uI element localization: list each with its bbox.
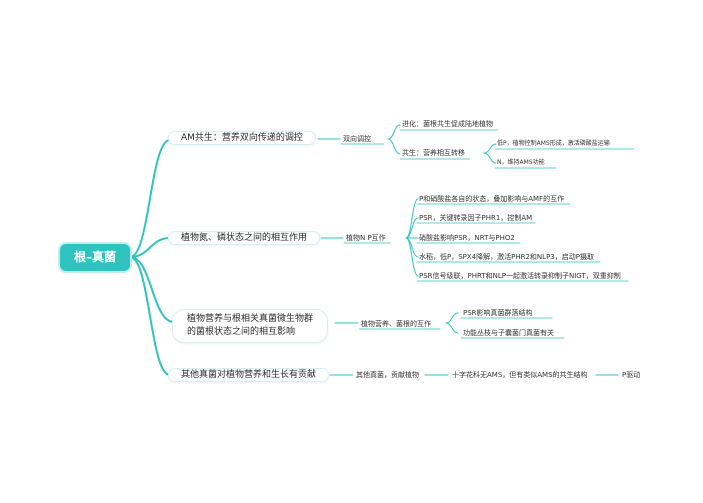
item-rice-spx4[interactable]: 水稻，低P，SPX4降解，激活PHR2和NLP3，启动P摄取 xyxy=(419,253,594,261)
link-b1-items-0 xyxy=(387,124,401,140)
leaf-n-maintain[interactable]: N，维持AMS功能 xyxy=(497,159,545,166)
link-b1-leaves-1 xyxy=(483,152,497,164)
link-b1-leaves-0 xyxy=(483,143,497,154)
link-root-branch-4 xyxy=(129,256,171,376)
link-b3-items-1 xyxy=(445,322,459,334)
item-evolution[interactable]: 进化：菌根共生促成陆地植物 xyxy=(402,120,493,128)
branch-n-p-interaction[interactable]: 植物氮、磷状态之间的相互作用 xyxy=(168,231,321,245)
item-psr-phr1[interactable]: PSR，关键转录因子PHR1，控制AM xyxy=(419,214,533,222)
sub-bidirectional-regulation[interactable]: 双向调控 xyxy=(343,135,371,143)
item-psr-community[interactable]: PSR影响真菌群落结构 xyxy=(463,309,533,317)
link-root-branch-1 xyxy=(129,139,171,258)
branch-nutrition-fungi-line-1: 植物营养与根相关真菌微生物群 xyxy=(187,314,314,324)
item-p-driven[interactable]: P驱动 xyxy=(622,371,641,379)
link-b2-items-0 xyxy=(405,198,419,239)
branch-nutrition-fungi[interactable]: 植物营养与根相关真菌微生物群 的菌根状态之间的相互影响 xyxy=(172,309,329,343)
sub-other-fungi[interactable]: 其他真菌，贡献植物 xyxy=(356,371,419,379)
sub-nutrition-mycorrhiza[interactable]: 植物营养、菌根的互作 xyxy=(361,320,431,328)
item-nutrient-transfer[interactable]: 共生：营养相互转移 xyxy=(402,149,465,157)
item-ascomycota[interactable]: 功能丛枝与子囊菌门真菌有关 xyxy=(463,329,554,337)
item-p-nitrate-state[interactable]: P和硝酸盐各自的状态，叠加影响与AMF的互作 xyxy=(419,195,565,203)
item-nitrate-psr[interactable]: 硝酸盐影响PSR，NRT与PHO2 xyxy=(419,234,515,242)
link-b3-items-0 xyxy=(445,312,459,324)
root-node[interactable]: 根–真菌 xyxy=(60,244,130,271)
link-root-branch-3 xyxy=(129,256,175,323)
sub-plant-np-interaction[interactable]: 植物N P互作 xyxy=(346,234,386,242)
link-b1-items-1 xyxy=(387,138,401,155)
link-root-branch-2 xyxy=(129,237,171,258)
link-b2-items-4 xyxy=(405,237,419,277)
item-brassicaceae[interactable]: 十字花科无AMS，但有类似AMS的共生结构 xyxy=(452,371,588,379)
branch-am-symbiosis[interactable]: AM共生：营养双向传递的调控 xyxy=(168,131,316,145)
item-psr-signal[interactable]: PSR信号级联，PHRT和NLP一起激活转录抑制子NIGT，双重抑制 xyxy=(419,272,621,280)
branch-nutrition-fungi-line-2: 的菌根状态之间的相互影响 xyxy=(187,327,296,337)
link-b2-items-1 xyxy=(405,217,419,239)
branch-other-fungi[interactable]: 其他真菌对植物营养和生长有贡献 xyxy=(168,368,330,382)
leaf-low-p[interactable]: 低P，植物控制AMS形成，激活磷酸盐运输 xyxy=(497,140,610,147)
